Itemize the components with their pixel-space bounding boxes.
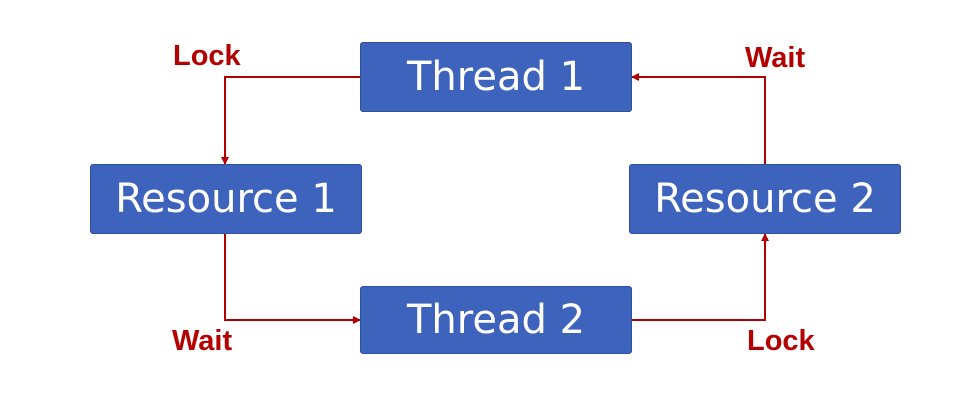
edge-label-thread1-lock: Lock bbox=[173, 40, 241, 72]
resource2-node: Resource 2 bbox=[629, 164, 901, 234]
edge-label-thread1-wait: Wait bbox=[745, 42, 806, 74]
thread2-node: Thread 2 bbox=[360, 286, 632, 354]
thread1-node: Thread 1 bbox=[360, 42, 632, 112]
edge-label-thread2-lock: Lock bbox=[747, 325, 815, 357]
edge-thread2-resource2 bbox=[632, 233, 769, 321]
resource1-node: Resource 1 bbox=[90, 164, 362, 234]
edge-resource1-thread2 bbox=[224, 234, 361, 324]
edge-resource2-thread1 bbox=[631, 73, 766, 164]
edge-label-thread2-wait: Wait bbox=[172, 325, 233, 357]
edge-thread1-resource1 bbox=[221, 76, 360, 165]
